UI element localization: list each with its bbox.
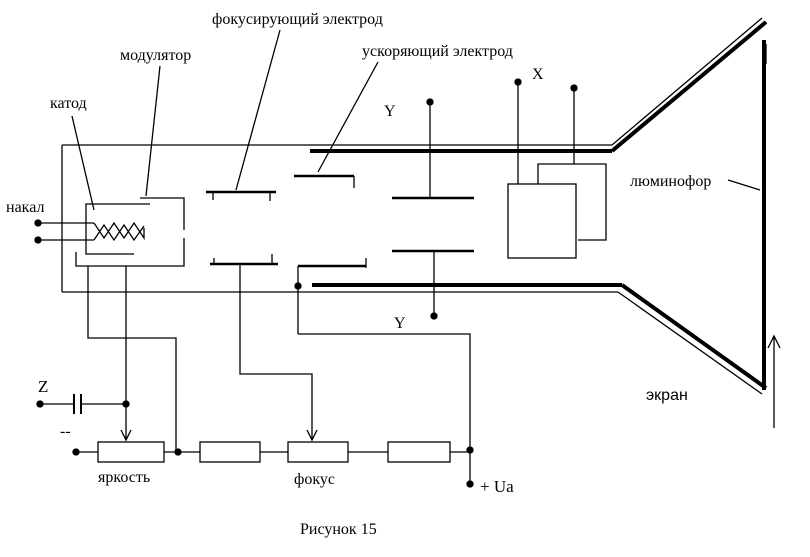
minus-label: -- <box>60 423 71 440</box>
focusing-electrode-label: фокусирующий электрод <box>212 11 383 28</box>
heater-cathode <box>34 115 150 255</box>
anode-voltage-label: + Ua <box>480 477 514 496</box>
cathode-label: катод <box>50 95 87 112</box>
y-top-label: Y <box>384 103 396 120</box>
phosphor-label: люминофор <box>630 173 712 190</box>
accelerating-electrode <box>294 61 471 450</box>
phosphor-leader <box>727 179 761 191</box>
accelerating-electrode-label: ускоряющий электрод <box>362 43 513 60</box>
focusing-electrode <box>206 29 313 440</box>
modulator-electrode <box>75 65 185 267</box>
tube-envelope <box>61 17 768 395</box>
y-deflection-plates <box>392 98 474 320</box>
control-circuit <box>36 266 474 488</box>
y-bottom-label: Y <box>394 315 406 332</box>
figure-caption: Рисунок 15 <box>300 521 377 538</box>
focus-label: фокус <box>294 471 336 488</box>
screen-label: экран <box>646 387 688 404</box>
brightness-label: яркость <box>98 469 151 486</box>
modulator-label: модулятор <box>120 47 192 64</box>
screen-arrow-head <box>767 334 781 349</box>
heater-label: накал <box>6 199 45 216</box>
x-deflection-plates <box>507 78 607 259</box>
x-label: X <box>532 66 544 83</box>
z-input-label: Z <box>38 377 49 396</box>
